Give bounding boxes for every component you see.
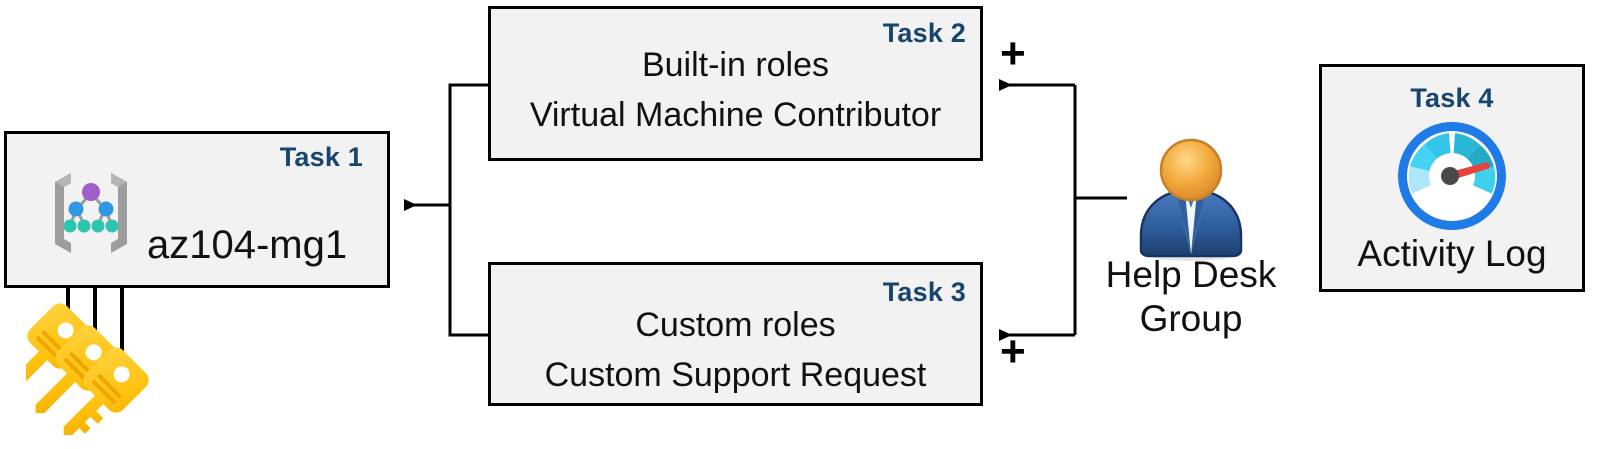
task-2-line-1: Built-in roles: [641, 46, 830, 84]
task-3-label: Task 3: [882, 277, 966, 307]
task-4-label: Task 4: [1410, 83, 1494, 113]
task-2-line-2: Virtual Machine Contributor: [529, 96, 942, 134]
task-3-line-2: Custom Support Request: [544, 356, 927, 394]
task-1-box[interactable]: Task 1 az104-mg1: [4, 131, 390, 288]
help-desk-group-caption: Help Desk Group: [1060, 253, 1322, 342]
help-desk-group-line-1: Help Desk: [1105, 254, 1277, 295]
task-2-label: Task 2: [882, 18, 966, 48]
plus-operator-bottom: +: [1000, 327, 1026, 376]
activity-log-gauge-icon: [1398, 122, 1506, 230]
user-group-icon: [1139, 138, 1243, 261]
task-3-line-1: Custom roles: [635, 306, 836, 344]
management-group-icon: [55, 173, 127, 253]
left-connector: [404, 83, 488, 337]
help-desk-group-line-2: Group: [1139, 298, 1243, 340]
key-3: [63, 347, 149, 436]
task-1-label: Task 1: [279, 142, 363, 172]
plus-operator-top: +: [1000, 29, 1026, 78]
task-1-title: az104-mg1: [147, 223, 348, 267]
key-1: [26, 303, 93, 392]
task-2-box[interactable]: Task 2 Built-in roles Virtual Machine Co…: [488, 6, 983, 161]
keys-icon: [26, 303, 149, 436]
task-4-title: Activity Log: [1357, 233, 1547, 274]
task-3-box[interactable]: Task 3 Custom roles Custom Support Reque…: [488, 262, 983, 406]
key-2: [35, 325, 121, 414]
